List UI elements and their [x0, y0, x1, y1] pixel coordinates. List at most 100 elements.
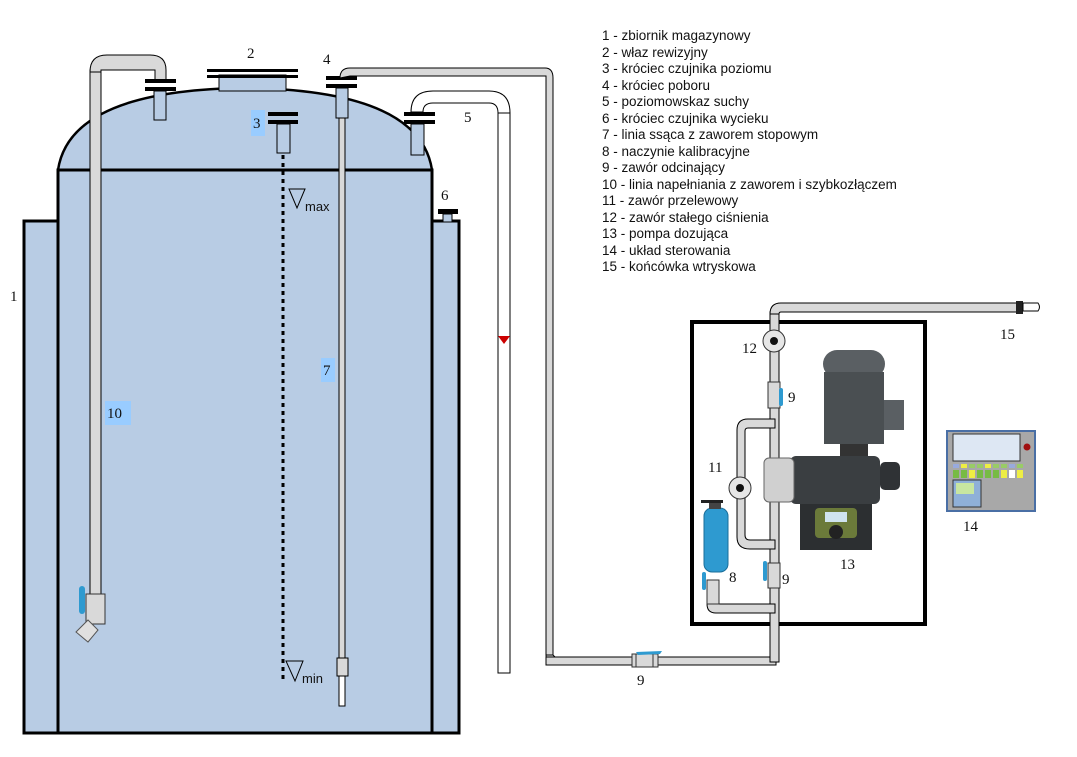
suction-line [326, 67, 777, 707]
legend-item: 7 - linia ssąca z zaworem stopowym [602, 127, 819, 142]
gearbox [790, 456, 880, 504]
valve-body [767, 562, 781, 589]
suction-pipe-run [339, 67, 554, 656]
pump-display [825, 512, 847, 522]
legend-item: 1 - zbiornik magazynowy [602, 28, 751, 43]
valve-handle-icon [779, 388, 783, 406]
manhole-cover-top [207, 69, 298, 72]
injector-tip-icon [1022, 302, 1040, 312]
foot-valve [336, 657, 349, 677]
shutoff-valve-upper[interactable] [767, 381, 783, 409]
control-keypad [953, 464, 1023, 478]
legend-item: 14 - układ sterowania [602, 242, 731, 258]
control-display [952, 433, 1021, 462]
callout-2: 2 [247, 46, 255, 62]
nozzle-pipe [442, 213, 453, 223]
motor-body [824, 372, 884, 444]
constant-pressure-valve [762, 329, 786, 353]
valve-handle-icon [763, 561, 767, 581]
valve-handle-icon [636, 651, 662, 655]
flange [404, 112, 435, 116]
legend-item: 5 - poziomowskaz suchy [602, 94, 750, 109]
suction-pipe-horizontal [545, 656, 777, 666]
callout-11: 11 [708, 460, 722, 476]
nozzle-pipe [335, 87, 349, 119]
nozzle-pipe [153, 90, 167, 121]
legend-item: 12 - zawór stałego ciśnienia [602, 209, 769, 225]
stroke-knob [880, 462, 900, 490]
vessel-cap [701, 500, 723, 503]
quick-coupling-icon [75, 619, 99, 643]
alarm-lamp-icon [1023, 443, 1031, 451]
dry-level-indicator [404, 90, 511, 674]
valve-body [767, 381, 781, 409]
callout-3: 3 [253, 116, 261, 132]
callout-9-lower: 9 [782, 572, 790, 588]
callout-9-upper: 9 [788, 390, 796, 406]
valve-center [770, 337, 778, 345]
level-sensor-nozzle [268, 112, 298, 683]
manhole [207, 69, 298, 92]
indicator-tube [497, 112, 511, 674]
pump-dial [829, 525, 843, 539]
legend: 1 - zbiornik magazynowy 2 - właz rewizyj… [602, 28, 897, 276]
level-max-marker: max [288, 188, 330, 214]
valve-center [736, 484, 744, 492]
legend-item: 8 - naczynie kalibracyjne [602, 143, 750, 159]
level-triangle-icon [285, 660, 304, 683]
level-max-label: max [305, 199, 330, 214]
valve-handle-icon [702, 572, 706, 590]
tank-dome [56, 86, 434, 172]
callout-3-highlight [251, 110, 265, 136]
discharge-pipe [769, 302, 1019, 315]
suction-pipe [338, 117, 346, 659]
legend-item: 11 - zawór przelewowy [602, 193, 739, 208]
flange [145, 87, 176, 91]
flange [268, 112, 298, 116]
callout-10: 10 [107, 406, 122, 422]
shutoff-valve-lower[interactable] [763, 561, 781, 589]
tank-body [56, 168, 434, 735]
callout-8: 8 [729, 570, 737, 586]
calibration-valve [706, 579, 720, 605]
motor-flange [840, 444, 868, 458]
legend-item: 15 - końcówka wtryskowa [602, 259, 756, 274]
calibration-pipe [706, 599, 776, 614]
callout-14: 14 [963, 519, 979, 535]
calibration-vessel [701, 500, 776, 614]
suction-strainer [338, 675, 346, 707]
indicator-bend [410, 90, 511, 114]
fill-line [75, 54, 176, 643]
callout-4: 4 [323, 52, 331, 68]
nozzle-pipe [276, 123, 291, 154]
flange [404, 120, 435, 124]
callout-15: 15 [1000, 327, 1015, 343]
callout-7-highlight [321, 358, 335, 382]
manhole-cover-bottom [207, 75, 298, 78]
flange [438, 209, 458, 214]
shutoff-valve-bottom[interactable] [631, 651, 662, 668]
fill-valve-body [85, 593, 106, 625]
overflow-valve-loop [728, 418, 776, 550]
legend-item: 2 - właz rewizyjny [602, 44, 708, 60]
nozzle-pipe [410, 123, 425, 156]
fill-valve-handle[interactable] [79, 586, 85, 614]
level-min-label: min [302, 671, 323, 686]
fill-pipe-vertical [89, 69, 102, 596]
callout-13: 13 [840, 557, 855, 573]
control-unit [946, 430, 1036, 512]
pump-head [763, 457, 795, 503]
legend-item: 4 - króciec poboru [602, 77, 711, 93]
legend-item: 6 - króciec czujnika wycieku [602, 110, 769, 126]
level-indicator-marker [498, 336, 510, 344]
flange [326, 84, 357, 88]
callout-5: 5 [464, 110, 472, 126]
calibration-cylinder [703, 507, 729, 573]
legend-item: 13 - pompa dozująca [602, 226, 729, 241]
dosing-pump [763, 350, 904, 550]
callout-9-bottom: 9 [637, 673, 645, 689]
callout-12: 12 [742, 341, 757, 357]
vessel-neck [709, 503, 721, 509]
legend-item: 9 - zawór odcinający [602, 160, 726, 175]
